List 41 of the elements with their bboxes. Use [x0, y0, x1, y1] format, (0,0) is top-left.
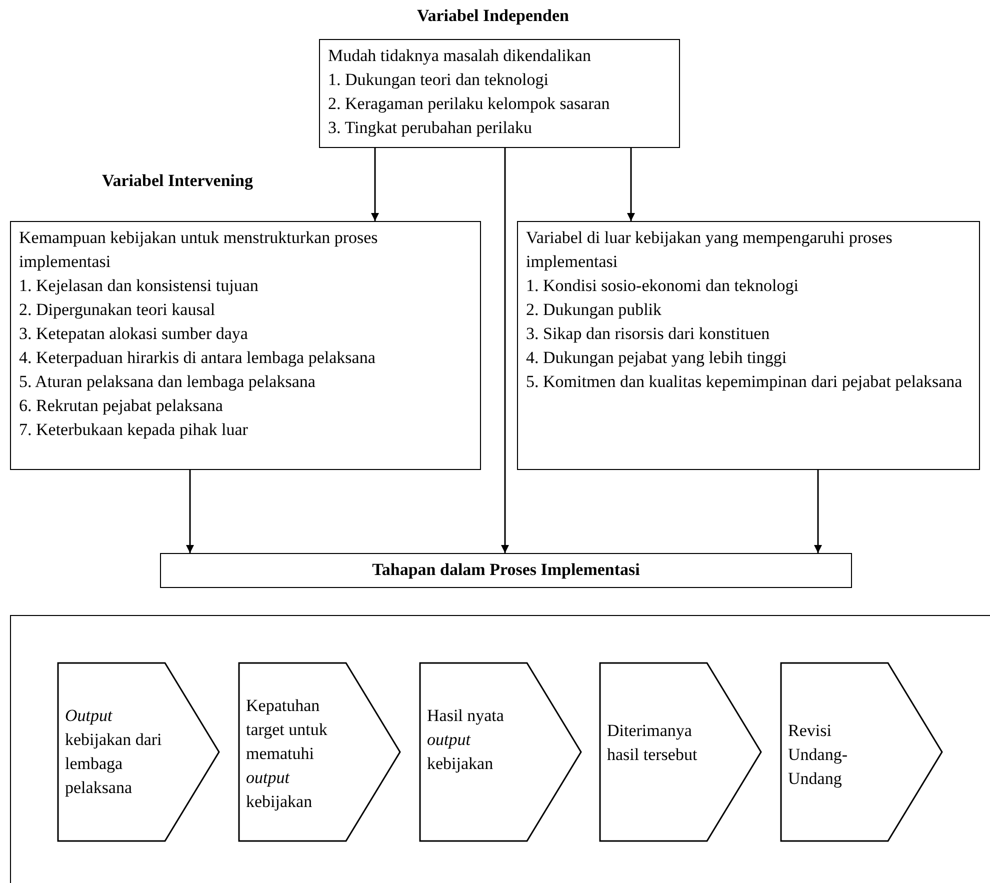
list-item: 1. Kondisi sosio-ekonomi dan teknologi [526, 275, 800, 297]
text-box [517, 221, 980, 470]
box-heading: Variabel di luar kebijakan yang mempengaruhi proses implementasi [526, 227, 894, 273]
list-item: 1. Dukungan teori dan teknologi [328, 69, 550, 91]
list-item: 4. Dukungan pejabat yang lebih tinggi [526, 347, 788, 369]
list-item: 3. Tingkat perubahan perilaku [328, 117, 533, 139]
arrow [627, 148, 635, 221]
chevron-step [780, 662, 943, 842]
text-box [160, 553, 852, 588]
step-text: Revisi Undang-Undang [788, 720, 848, 790]
chevron-step [57, 662, 220, 842]
chevron-step [238, 662, 401, 842]
list-item: 7. Keterbukaan kepada pihak luar [19, 419, 249, 441]
chevron-step [419, 662, 582, 842]
list-item: 3. Ketepatan alokasi sumber daya [19, 323, 249, 345]
text-box [319, 39, 680, 148]
text-box [10, 221, 481, 470]
list-item: 3. Sikap dan risorsis dari konstituen [526, 323, 771, 345]
step-text: Kepatuhan target untuk mematuhi output kebijakan [246, 695, 328, 813]
arrow [186, 470, 194, 553]
arrow [814, 470, 822, 553]
step-text: Output kebijakan dari lembaga pelaksana [65, 705, 163, 799]
frame-box [10, 615, 990, 883]
list-item: 1. Kejelasan dan konsistensi tujuan [19, 275, 260, 297]
list-item: 6. Rekrutan pejabat pelaksana [19, 395, 224, 417]
box-heading: Kemampuan kebijakan untuk menstrukturkan proses implementasi [19, 227, 379, 273]
list-item: 4. Keterpaduan hirarkis di antara lembaga pelaksana [19, 347, 376, 369]
section-label: Variabel Independen [417, 6, 569, 26]
step-text: Diterimanya hasil tersebut [607, 720, 698, 766]
step-text: Hasil nyata output kebijakan [427, 705, 505, 775]
arrow [501, 148, 509, 553]
list-item: 5. Komitmen dan kualitas kepemimpinan dari pejabat pelaksana [526, 371, 964, 393]
box-heading: Mudah tidaknya masalah dikendalikan [328, 45, 592, 67]
list-item: 2. Dukungan publik [526, 299, 663, 321]
chevron-step [599, 662, 762, 842]
box-heading: Tahapan dalam Proses Implementasi [371, 559, 641, 581]
list-item: 2. Dipergunakan teori kausal [19, 299, 216, 321]
list-item: 5. Aturan pelaksana dan lembaga pelaksana [19, 371, 316, 393]
section-label: Variabel Intervening [102, 171, 253, 191]
list-item: 2. Keragaman perilaku kelompok sasaran [328, 93, 611, 115]
arrow [371, 148, 379, 221]
